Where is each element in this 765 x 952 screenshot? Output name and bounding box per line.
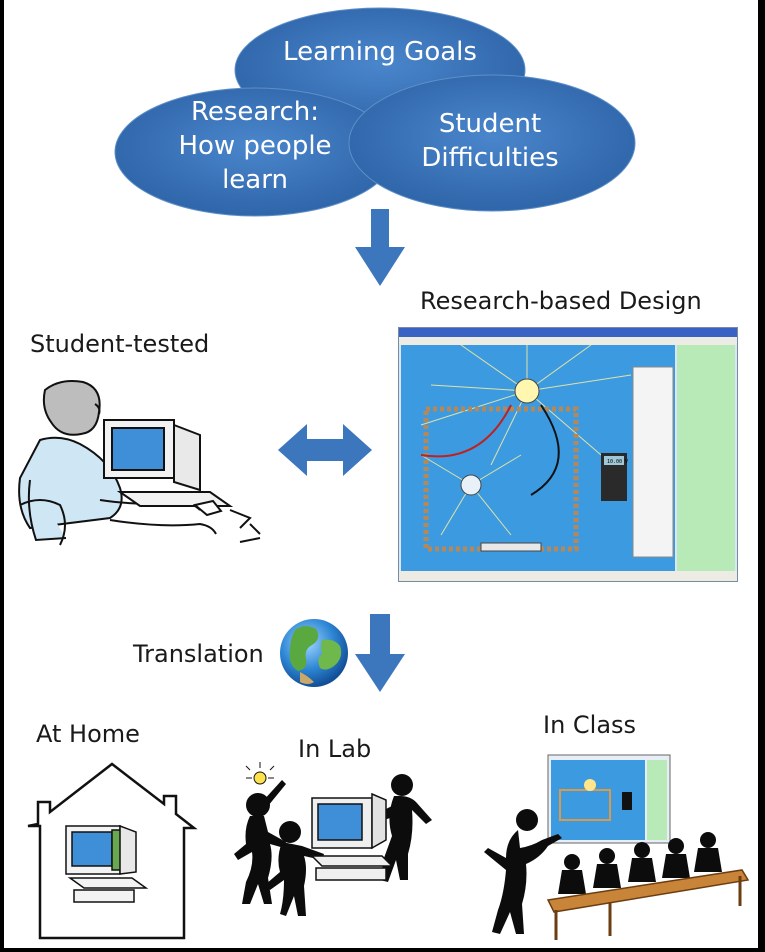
globe-icon (280, 619, 348, 687)
research-line-1: Research: (190, 97, 320, 127)
sim-control-panel (677, 345, 735, 571)
sim-circuit: 10.00 V (420, 345, 674, 558)
sim-status-bar (399, 571, 737, 581)
student-tested-label: Student-tested (30, 330, 210, 358)
lab-group-illustration (234, 762, 432, 916)
ellipse-student-difficulties (348, 74, 636, 212)
in-lab-label: In Lab (298, 735, 372, 763)
down-arrow-icon (355, 209, 405, 286)
student-line-1: Student (438, 109, 542, 139)
lightbulb-icon (245, 762, 275, 785)
meter-reading: 10.00 V (607, 459, 628, 465)
sim-title-bar (399, 328, 737, 337)
research-text: Research: How people learn (155, 96, 355, 197)
down-arrow-icon (355, 614, 405, 692)
sim-canvas: 10.00 V (401, 345, 675, 571)
student-line-2: Difficulties (421, 142, 559, 173)
at-home-label: At Home (36, 720, 140, 748)
student-difficulties-text: Student Difficulties (390, 108, 590, 176)
sim-menu-bar (399, 337, 737, 345)
research-based-design-label: Research-based Design (420, 287, 702, 315)
classroom-illustration (484, 754, 750, 940)
in-class-label: In Class (543, 711, 637, 739)
research-line-3: learn (222, 164, 288, 195)
learning-goals-text: Learning Goals (283, 37, 477, 67)
simulation-screenshot: 10.00 V (398, 327, 738, 582)
student-at-computer-illustration (18, 380, 261, 546)
research-line-2: How people (178, 130, 332, 161)
translation-label: Translation (133, 640, 264, 668)
computer-icon (65, 824, 149, 903)
double-arrow-icon (278, 424, 372, 476)
